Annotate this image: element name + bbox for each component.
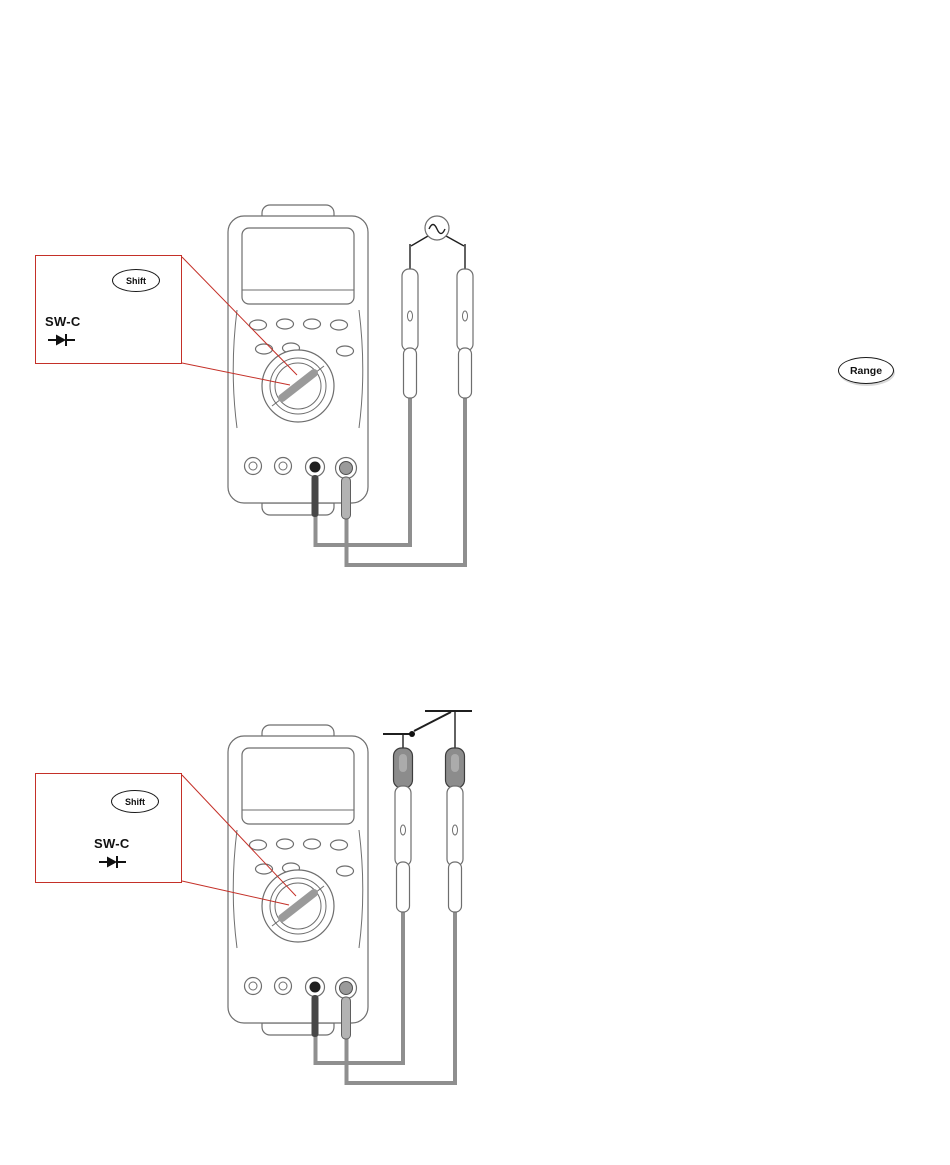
callout-pointer-lines — [181, 774, 297, 906]
shift-button: Shift — [111, 790, 159, 813]
dial-callout-box: Shift SW-C — [35, 773, 182, 883]
dial-callout-box: Shift SW-C — [35, 255, 182, 364]
dial-function-label: SW-C — [45, 314, 81, 329]
shift-button-label: Shift — [126, 275, 146, 286]
shift-button-label: Shift — [125, 796, 145, 807]
dial-function-label: SW-C — [94, 836, 130, 851]
switch-icon — [383, 710, 472, 750]
bottom-figure-art — [181, 710, 472, 1085]
callout-pointer-lines — [181, 256, 298, 386]
diode-icon — [48, 334, 75, 346]
diode-icon — [99, 856, 126, 868]
source-icon — [410, 215, 465, 247]
top-figure-art — [181, 205, 474, 567]
range-button: Range — [838, 357, 894, 384]
shift-button: Shift — [112, 269, 160, 292]
test-leads — [313, 908, 457, 1085]
range-button-label: Range — [849, 364, 883, 377]
test-leads — [313, 396, 467, 567]
